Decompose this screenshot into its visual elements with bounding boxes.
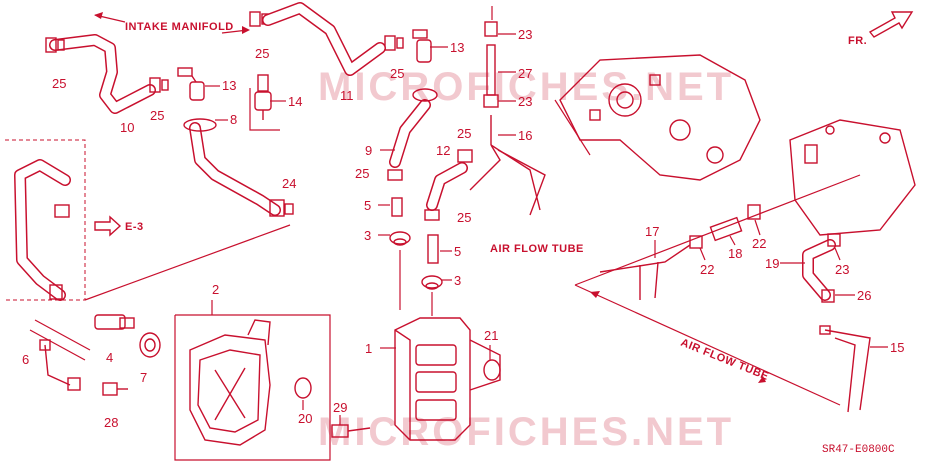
callout-6: 6 [22, 352, 29, 367]
clamp-22 [747, 204, 761, 220]
callout-10: 10 [120, 120, 134, 135]
callout-25: 25 [355, 166, 369, 181]
watermark-bottom: MICROFICHES.NET [318, 410, 734, 454]
callout-22: 22 [752, 236, 766, 251]
callout-23: 23 [518, 94, 532, 109]
valve-cover [789, 119, 916, 236]
callout-25: 25 [150, 108, 164, 123]
tube-17 [599, 235, 703, 300]
callout-9: 9 [365, 143, 372, 158]
callout-17: 17 [645, 224, 659, 239]
valve-14 [254, 74, 272, 120]
clamp-24 [269, 199, 294, 217]
front-arrow-icon [868, 11, 914, 38]
callout-23: 23 [835, 262, 849, 277]
air-flow-tube-label-2: AIR FLOW TUBE [679, 337, 771, 383]
detail-box [5, 139, 86, 301]
hose-18 [709, 216, 743, 242]
tank-1 [394, 317, 501, 441]
tube-15 [819, 325, 871, 413]
callout-2: 2 [212, 282, 219, 297]
callout-5: 5 [454, 244, 461, 259]
valve-13 [177, 67, 205, 101]
watermark-top: MICROFICHES.NET [318, 65, 734, 109]
callout-15: 15 [890, 340, 904, 355]
callout-25: 25 [52, 76, 66, 91]
callout-20: 20 [298, 411, 312, 426]
hose-27 [469, 21, 546, 216]
canister-2 [189, 319, 271, 446]
ring-20 [294, 377, 312, 399]
ref-label: E-3 [125, 221, 144, 233]
callout-3: 3 [454, 273, 461, 288]
callout-13: 13 [222, 78, 236, 93]
callout-18: 18 [728, 246, 742, 261]
engine-head [559, 54, 761, 181]
clamp-25 [45, 37, 65, 53]
callout-14: 14 [288, 94, 302, 109]
intake-manifold-label: INTAKE MANIFOLD [125, 21, 234, 33]
callout-22: 22 [700, 262, 714, 277]
callout-25: 25 [457, 210, 471, 225]
callout-12: 12 [436, 143, 450, 158]
callout-13: 13 [450, 40, 464, 55]
arrow-head [94, 12, 103, 19]
callout-21: 21 [484, 328, 498, 343]
arrow-head [758, 376, 766, 383]
grommet-3 [389, 231, 411, 246]
valve-4 [94, 314, 135, 330]
callout-7: 7 [140, 370, 147, 385]
callout-5: 5 [364, 198, 371, 213]
callout-23: 23 [518, 27, 532, 42]
grommet-7 [139, 332, 161, 358]
valve-13-top [412, 29, 432, 63]
fitting-5 [391, 197, 403, 217]
clamp-25 [149, 77, 169, 93]
part-2-box [174, 314, 331, 461]
callout-28: 28 [104, 415, 118, 430]
front-label: FR. [848, 35, 867, 47]
callout-4: 4 [106, 350, 113, 365]
arrow-head [590, 291, 600, 298]
callout-16: 16 [518, 128, 532, 143]
callout-19: 19 [765, 256, 779, 271]
callout-24: 24 [282, 176, 296, 191]
arrow-head [242, 26, 250, 34]
clamp-25 [384, 35, 404, 51]
ref-arrow-icon [94, 215, 122, 237]
fitting-6 [39, 339, 81, 391]
callout-1: 1 [365, 341, 372, 356]
bolt-28 [102, 382, 128, 396]
callout-25: 25 [457, 126, 471, 141]
callout-25: 25 [390, 66, 404, 81]
callout-3: 3 [364, 228, 371, 243]
grommet-21 [483, 359, 501, 381]
callout-11: 11 [340, 88, 354, 103]
callout-26: 26 [857, 288, 871, 303]
callout-8: 8 [230, 112, 237, 127]
fitting-5b [427, 234, 439, 264]
diagram-code: SR47-E0800C [822, 444, 895, 456]
grommet-3b [421, 275, 443, 290]
callout-27: 27 [518, 66, 532, 81]
callout-29: 29 [333, 400, 347, 415]
callout-25: 25 [255, 46, 269, 61]
air-flow-tube-label-1: AIR FLOW TUBE [490, 243, 584, 255]
hose-detail [14, 159, 71, 301]
